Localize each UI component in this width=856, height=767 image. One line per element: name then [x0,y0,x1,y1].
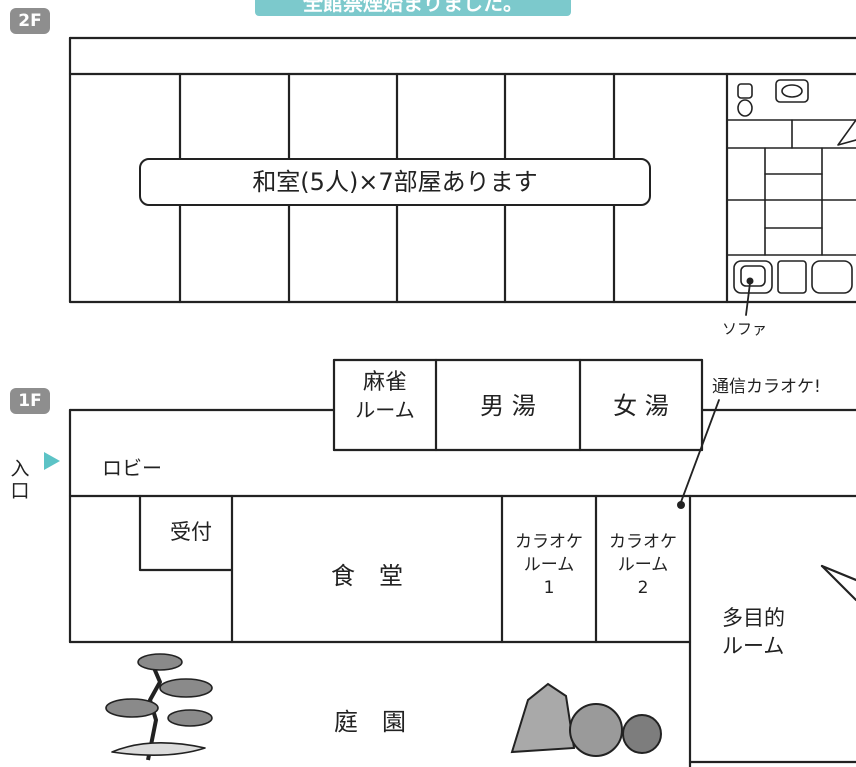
multipurpose-label-1: 多目的 [722,606,785,630]
floor2-rooms-callout: 和室(5人)×7部屋あります [139,158,651,206]
men-bath-label: 男 湯 [480,392,536,420]
sofa-leader [745,282,751,316]
karaoke1-label-1: カラオケ [515,532,583,552]
garden-label: 庭 園 [334,708,406,736]
floor1-badge: 1F [10,388,50,414]
dining-label: 食 堂 [331,562,403,590]
karaoke2-label-1: カラオケ [609,532,677,552]
mahjong-label-1: 麻雀 [362,370,407,395]
entrance-arrow-icon [44,452,60,470]
karaoke-note-label: 通信カラオケ! [712,377,821,397]
sofa-label: ソファ [722,320,768,338]
karaoke-leader [680,399,720,503]
floor1-walls [68,358,856,767]
karaoke2-label-2: ルーム [617,555,669,575]
lobby-label: ロビー [102,456,162,480]
floor2-lounge [726,79,856,294]
floor2-badge: 2F [10,8,50,34]
reception-label: 受付 [170,520,212,544]
multipurpose-label-2: ルーム [722,634,785,658]
no-smoking-banner: 全館禁煙始まりました。 [255,0,571,16]
bonsai-tree-icon [105,653,213,761]
entrance-label: 入口 [10,458,30,502]
women-bath-label: 女 湯 [613,392,669,420]
karaoke1-label-3: 1 [543,578,555,598]
karaoke1-label-2: ルーム [523,555,575,575]
karaoke2-label-3: 2 [637,578,649,598]
mahjong-label-2: ルーム [355,398,415,422]
garden-rocks-icon [510,682,662,757]
